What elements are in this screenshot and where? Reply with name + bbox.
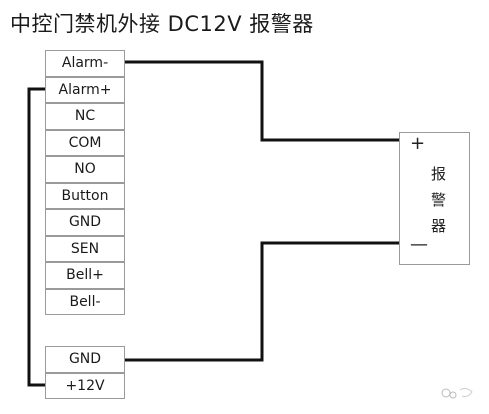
- wire-alarm-minus-to-plus: [125, 60, 400, 142]
- diagram-title: 中控门禁机外接 DC12V 报警器: [10, 12, 314, 36]
- watermark-logo-icon: [441, 387, 473, 399]
- terminal-no: NO: [45, 156, 125, 183]
- terminal-sen: SEN: [45, 235, 125, 262]
- terminal-gnd: GND: [45, 209, 125, 236]
- alarm-device: + 报 警 器 —: [399, 132, 470, 265]
- alarm-label-char-3: 器: [431, 217, 447, 235]
- wire-alarmplus-to-12v: [27, 87, 45, 387]
- alarm-plus-symbol: +: [410, 133, 426, 154]
- terminal-power-12v: +12V: [45, 372, 125, 399]
- terminal-bell-minus: Bell-: [45, 288, 125, 315]
- terminal-alarm-minus: Alarm-: [45, 50, 125, 77]
- alarm-minus-symbol: —: [410, 234, 428, 255]
- alarm-label-char-1: 报: [431, 165, 447, 183]
- terminal-power-gnd: GND: [45, 346, 125, 373]
- alarm-label-char-2: 警: [431, 191, 447, 209]
- terminal-com: COM: [45, 129, 125, 156]
- terminal-nc: NC: [45, 103, 125, 130]
- terminal-bell-plus: Bell+: [45, 262, 125, 289]
- terminal-alarm-plus: Alarm+: [45, 76, 125, 103]
- wire-gnd-to-minus: [125, 241, 400, 362]
- terminal-button: Button: [45, 182, 125, 209]
